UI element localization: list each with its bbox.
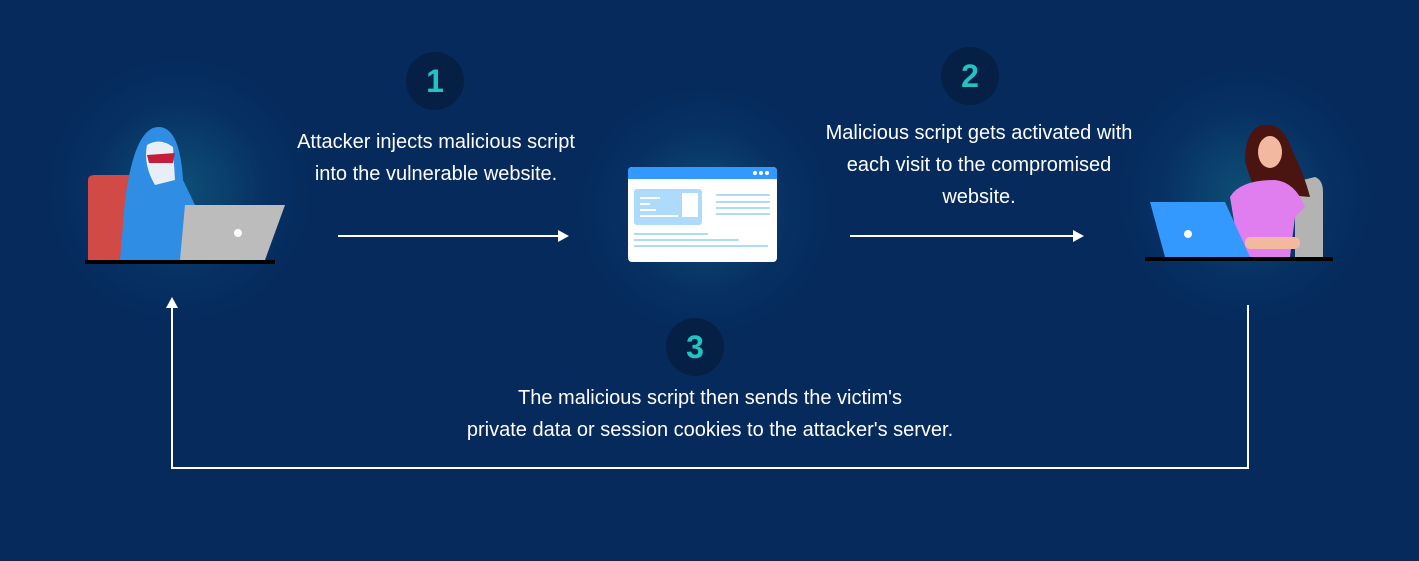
arrow-2-line (850, 235, 1075, 237)
step-2-number: 2 (961, 57, 979, 94)
website-window-illustration (628, 167, 777, 262)
arrow-1-head (558, 230, 569, 242)
arrow-2-head (1073, 230, 1084, 242)
arrow-1-line (338, 235, 560, 237)
return-arrow-right-vertical (1247, 305, 1249, 469)
return-arrow-bottom (171, 467, 1249, 469)
victim-illustration (1145, 124, 1333, 261)
step-3-line-2: private data or session cookies to the a… (466, 419, 954, 441)
step-3-number: 3 (686, 328, 704, 365)
step-3-line-1: The malicious script then sends the vict… (518, 387, 902, 409)
step-1-text: Attacker injects malicious script into t… (297, 131, 575, 185)
step-3-text: The malicious script then sends the vict… (400, 382, 1020, 446)
step-1-number: 1 (426, 62, 444, 99)
step-3-badge: 3 (666, 318, 724, 376)
step-2-text: Malicious script gets activated with eac… (825, 122, 1133, 208)
attacker-illustration (85, 126, 285, 264)
step-2-badge: 2 (941, 47, 999, 105)
step-1-badge: 1 (406, 52, 464, 110)
return-arrow-left-vertical (171, 308, 173, 469)
return-arrow-head (166, 297, 178, 308)
